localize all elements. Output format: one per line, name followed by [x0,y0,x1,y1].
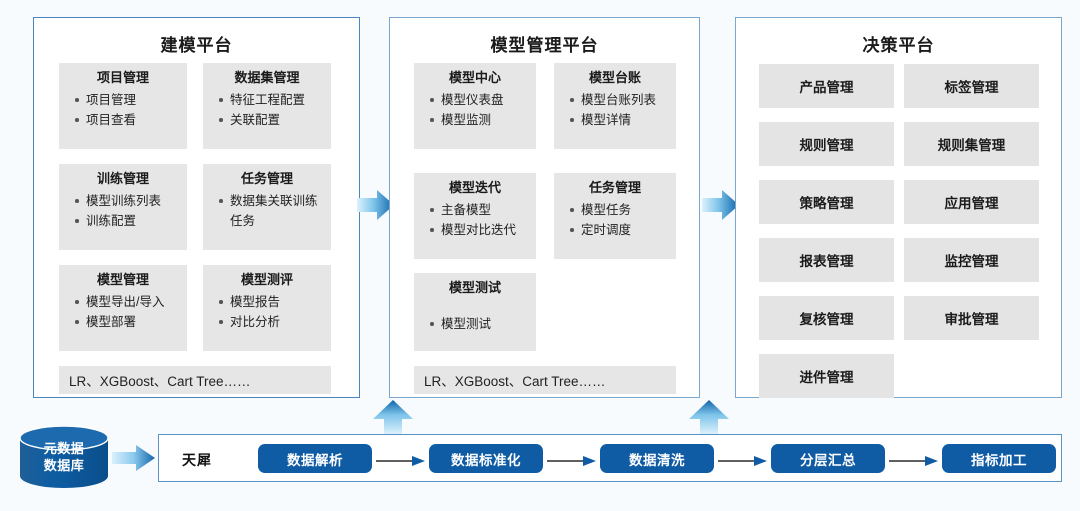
list-item[interactable]: 对比分析 [217,312,325,332]
algorithm-strip-model-management: LR、XGBoost、Cart Tree…… [414,366,676,394]
list-item[interactable]: 模型导出/导入 [73,292,181,312]
decision-button-approval-management[interactable]: 审批管理 [904,296,1039,340]
card-model-ledger[interactable]: 模型台账 模型台账列表 模型详情 [554,63,676,149]
list-item[interactable]: 模型仪表盘 [428,90,530,110]
list-item[interactable]: 项目管理 [73,90,181,110]
arrow-right-small-icon [376,453,426,466]
list-item[interactable]: 主备模型 [428,200,530,220]
card-title: 项目管理 [96,70,149,85]
arrow-right-icon [702,188,740,222]
list-item[interactable]: 关联配置 [217,110,325,130]
card-item-list: 模型训练列表 训练配置 [63,191,183,231]
decision-button-strategy-management[interactable]: 策略管理 [759,180,894,224]
list-item[interactable]: 模型对比迭代 [428,220,530,240]
pipeline-step-metric-processing[interactable]: 指标加工 [942,444,1056,473]
card-item-list: 项目管理 项目查看 [63,90,183,130]
pipeline-step-layered-aggregation[interactable]: 分层汇总 [771,444,885,473]
decision-button-monitor-management[interactable]: 监控管理 [904,238,1039,282]
card-item-list: 模型测试 [418,300,532,334]
list-item[interactable]: 模型详情 [568,110,670,130]
card-task-management-model[interactable]: 任务管理 模型任务 定时调度 [554,173,676,259]
card-title: 模型管理 [96,272,149,287]
card-model-evaluation[interactable]: 模型测评 模型报告 对比分析 [203,265,331,351]
list-item[interactable]: 模型任务 [568,200,670,220]
card-task-management[interactable]: 任务管理 数据集关联训练任务 [203,164,331,250]
card-dataset-management[interactable]: 数据集管理 特征工程配置 关联配置 [203,63,331,149]
list-item[interactable]: 模型测试 [428,314,530,334]
card-title: 模型迭代 [448,180,501,195]
card-title: 训练管理 [96,171,149,186]
arrow-right-icon [357,188,395,222]
pipeline-step-data-parsing[interactable]: 数据解析 [258,444,372,473]
card-model-iteration[interactable]: 模型迭代 主备模型 模型对比迭代 [414,173,536,259]
list-item[interactable]: 模型台账列表 [568,90,670,110]
card-title: 数据集管理 [234,70,300,85]
panel-decision-platform: 决策平台 产品管理 标签管理 规则管理 规则集管理 策略管理 应用管理 报表管理… [735,17,1062,398]
decision-button-rule-management[interactable]: 规则管理 [759,122,894,166]
list-item[interactable]: 特征工程配置 [217,90,325,110]
card-item-list: 模型台账列表 模型详情 [558,90,672,130]
decision-button-review-management[interactable]: 复核管理 [759,296,894,340]
card-training-management[interactable]: 训练管理 模型训练列表 训练配置 [59,164,187,250]
list-item[interactable]: 模型训练列表 [73,191,181,211]
decision-button-report-management[interactable]: 报表管理 [759,238,894,282]
card-title: 模型台账 [588,70,641,85]
card-item-list: 模型任务 定时调度 [558,200,672,240]
card-title: 任务管理 [588,180,641,195]
panel-title-model-management: 模型管理平台 [490,36,599,55]
arrow-right-small-icon [547,453,597,466]
list-item[interactable]: 定时调度 [568,220,670,240]
arrow-right-small-icon [718,453,768,466]
list-item[interactable]: 模型报告 [217,292,325,312]
list-item[interactable]: 训练配置 [73,211,181,231]
list-item[interactable]: 项目查看 [73,110,181,130]
algorithm-strip-modeling: LR、XGBoost、Cart Tree…… [59,366,331,394]
card-item-list: 数据集关联训练任务 [207,191,327,231]
decision-button-product-management[interactable]: 产品管理 [759,64,894,108]
list-item[interactable]: 模型部署 [73,312,181,332]
list-item[interactable]: 数据集关联训练任务 [217,191,325,231]
arrow-up-icon [688,400,730,438]
panel-model-management-platform: 模型管理平台 模型中心 模型仪表盘 模型监测 模型台账 模型台账列表 模型详情 … [389,17,700,398]
arrow-up-icon [372,400,414,438]
card-project-management[interactable]: 项目管理 项目管理 项目查看 [59,63,187,149]
card-title: 任务管理 [240,171,293,186]
card-item-list: 模型仪表盘 模型监测 [418,90,532,130]
arrow-right-small-icon [889,453,939,466]
card-model-management[interactable]: 模型管理 模型导出/导入 模型部署 [59,265,187,351]
arrow-right-icon [112,444,156,472]
card-item-list: 主备模型 模型对比迭代 [418,200,532,240]
card-title: 模型测试 [448,280,501,295]
card-model-test[interactable]: 模型测试 模型测试 [414,273,536,351]
panel-title-modeling: 建模平台 [160,36,233,55]
pipeline-label-tianxi: 天犀 [182,452,212,468]
card-title: 模型中心 [448,70,501,85]
panel-title-decision: 决策平台 [862,36,935,55]
decision-button-application-management[interactable]: 应用管理 [904,180,1039,224]
list-item[interactable]: 模型监测 [428,110,530,130]
card-model-center[interactable]: 模型中心 模型仪表盘 模型监测 [414,63,536,149]
card-item-list: 特征工程配置 关联配置 [207,90,327,130]
pipeline-step-data-cleaning[interactable]: 数据清洗 [600,444,714,473]
database-cylinder-icon [18,425,110,488]
decision-button-ruleset-management[interactable]: 规则集管理 [904,122,1039,166]
panel-modeling-platform: 建模平台 项目管理 项目管理 项目查看 数据集管理 特征工程配置 关联配置 训练… [33,17,360,398]
card-item-list: 模型报告 对比分析 [207,292,327,332]
decision-button-tag-management[interactable]: 标签管理 [904,64,1039,108]
decision-button-intake-management[interactable]: 进件管理 [759,354,894,398]
card-item-list: 模型导出/导入 模型部署 [63,292,183,332]
card-title: 模型测评 [240,272,293,287]
pipeline-step-data-standardization[interactable]: 数据标准化 [429,444,543,473]
